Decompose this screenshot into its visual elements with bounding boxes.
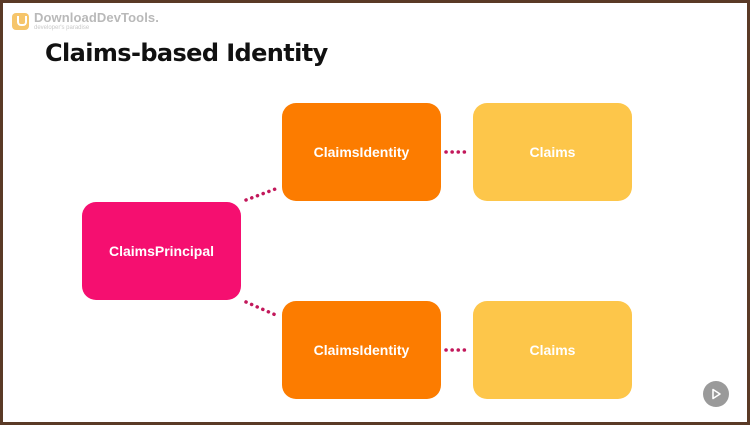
node-claims-top-label: Claims — [529, 144, 576, 160]
node-claims-principal: ClaimsPrincipal — [82, 202, 241, 300]
node-claims-bottom: Claims — [473, 301, 632, 399]
play-icon — [712, 388, 721, 400]
slide-frame: DownloadDevTools. developer's paradise C… — [3, 3, 747, 422]
node-claims-bottom-label: Claims — [529, 342, 576, 358]
node-claims-top: Claims — [473, 103, 632, 201]
watermark-title: DownloadDevTools. — [34, 10, 159, 25]
connector-principal-identity-top — [244, 186, 280, 202]
node-claims-identity-top-label: ClaimsIdentity — [313, 144, 410, 160]
node-claims-principal-label: ClaimsPrincipal — [108, 243, 215, 259]
node-claims-identity-bottom: ClaimsIdentity — [282, 301, 441, 399]
download-logo-icon — [12, 13, 29, 30]
node-claims-identity-top: ClaimsIdentity — [282, 103, 441, 201]
slide-title: Claims-based Identity — [45, 39, 328, 67]
connector-principal-identity-bottom — [244, 300, 280, 318]
watermark-text: DownloadDevTools. developer's paradise — [34, 11, 159, 32]
play-button[interactable] — [703, 381, 729, 407]
node-claims-identity-bottom-label: ClaimsIdentity — [313, 342, 410, 358]
watermark-tagline: developer's paradise — [34, 25, 90, 31]
watermark: DownloadDevTools. developer's paradise — [12, 11, 159, 32]
connectors — [244, 150, 470, 352]
